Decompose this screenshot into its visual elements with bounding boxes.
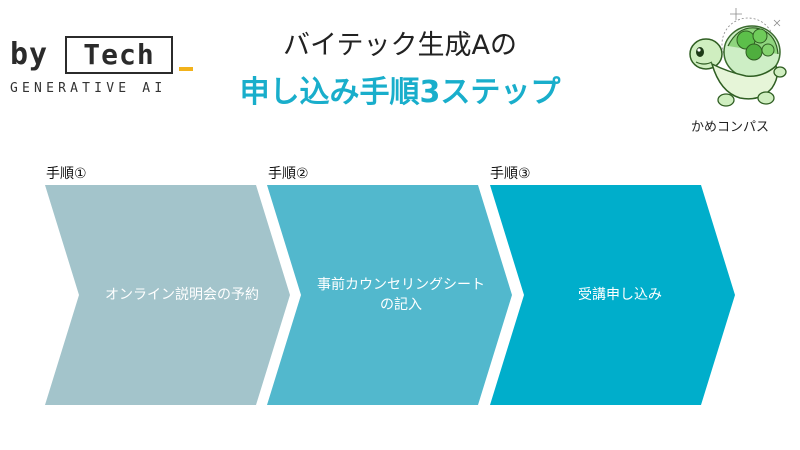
page-subtitle: 申し込み手順3ステップ [239, 75, 561, 110]
step-3-text: 受講申し込み [578, 287, 662, 303]
step-3-label: 手順③ [490, 166, 531, 182]
bytech-logo: by Tech GENERATIVE AI [8, 36, 198, 98]
turtle-mascot-icon [689, 8, 787, 107]
logo-by-text: by [10, 37, 49, 72]
logo-cursor-mark [179, 67, 193, 71]
mascot-label: かめコンパス [690, 120, 769, 135]
step-3-text-wrap: 受講申し込み [520, 185, 720, 405]
logo-tech-box: Tech [65, 36, 173, 74]
step-3-chevron [490, 185, 735, 405]
step-1-chevron [45, 185, 290, 405]
step-2-text: 事前カウンセリングシート の記入 [317, 277, 485, 313]
step-2-text-wrap: 事前カウンセリングシート の記入 [296, 185, 506, 405]
step-2-chevron [267, 185, 512, 405]
step-1-label: 手順① [46, 166, 87, 182]
step-1-text-wrap: オンライン説明会の予約 [82, 185, 282, 405]
step-2-label: 手順② [268, 166, 309, 182]
page-title: バイテック生成Aの [283, 30, 517, 61]
step-1-text: オンライン説明会の予約 [105, 287, 259, 303]
logo-subtitle: GENERATIVE AI [10, 81, 167, 96]
